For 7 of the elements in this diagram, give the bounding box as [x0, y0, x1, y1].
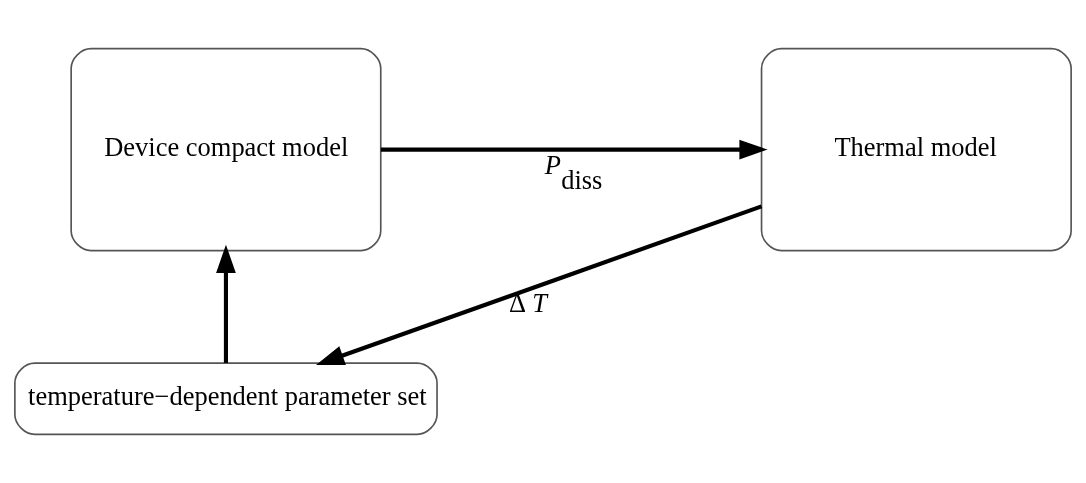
node-box: Device compact model [70, 47, 382, 252]
arrow [316, 204, 763, 366]
node-box: Thermal model [760, 47, 1072, 252]
arrow [216, 244, 236, 363]
edge-label: Δ T [509, 287, 547, 318]
node-box: temperature−dependent parameter set [14, 362, 438, 436]
arrow [380, 139, 768, 160]
